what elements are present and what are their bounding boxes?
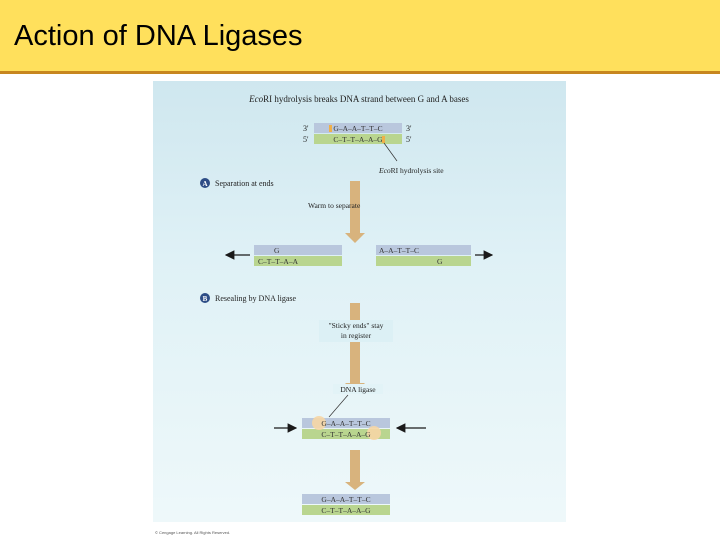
final-arrow-head bbox=[345, 482, 365, 490]
right-fragment-lower-bar bbox=[376, 256, 471, 266]
left-fragment-upper-seq: G bbox=[274, 246, 280, 255]
ligase-blob-left bbox=[312, 416, 326, 430]
slide-header bbox=[0, 0, 720, 71]
cut-mark-upper bbox=[329, 125, 332, 132]
final-arrow-shaft bbox=[350, 450, 360, 482]
step-a-label: Separation at ends bbox=[215, 179, 274, 188]
top-left-label-2: 5' bbox=[303, 135, 309, 144]
right-fragment-upper-seq: A–A–T–T–C bbox=[379, 246, 419, 255]
top-strand-upper-bar bbox=[314, 123, 402, 133]
ligase-label: DNA ligase bbox=[340, 385, 376, 394]
left-fragment-lower-bar bbox=[254, 256, 342, 266]
mid-strand-upper-seq: G–A–A–T–T–C bbox=[321, 419, 370, 428]
top-strand-upper-seq: G–A–A–T–T–C bbox=[333, 124, 382, 133]
left-fragment-lower-seq: C–T–T–A–A bbox=[258, 257, 299, 266]
final-strand-lower-bar bbox=[302, 505, 390, 515]
top-right-label-2: 5' bbox=[406, 135, 412, 144]
top-left-label-1: 3' bbox=[303, 124, 309, 133]
sticky-line-1: "Sticky ends" stay bbox=[329, 321, 384, 330]
figure-heading: EcoRI hydrolysis breaks DNA strand betwe… bbox=[248, 94, 469, 104]
reseal-arrow-shaft bbox=[350, 303, 360, 383]
sticky-line-2: in register bbox=[341, 331, 372, 340]
site-pointer-line bbox=[383, 142, 398, 162]
step-b-letter: B bbox=[203, 295, 208, 303]
top-strand-lower-bar bbox=[314, 134, 402, 144]
warm-arrow-shaft bbox=[350, 181, 360, 233]
mid-strand-lower-bar bbox=[302, 429, 390, 439]
ligase-blob-right bbox=[367, 426, 381, 440]
mid-strand-upper-bar bbox=[302, 418, 390, 428]
sticky-label-bg bbox=[319, 320, 393, 342]
right-fragment-upper-bar bbox=[376, 245, 471, 255]
figure-drawing: EcoRI hydrolysis breaks DNA strand betwe… bbox=[200, 94, 494, 515]
final-strand-lower-seq: C–T–T–A–A–G bbox=[321, 506, 371, 515]
final-strand-upper-seq: G–A–A–T–T–C bbox=[321, 495, 370, 504]
header-rule bbox=[0, 71, 720, 74]
dna-ligase-figure: EcoRI hydrolysis breaks DNA strand betwe… bbox=[153, 81, 566, 522]
copyright-credit: © Cengage Learning. All Rights Reserved. bbox=[155, 530, 231, 535]
warm-label: Warm to separate bbox=[308, 201, 361, 210]
mid-strand-lower-seq: C–T–T–A–A–G bbox=[321, 430, 371, 439]
step-a-letter: A bbox=[202, 180, 207, 188]
right-fragment-lower-seq: G bbox=[437, 257, 443, 266]
step-b-badge bbox=[200, 293, 210, 303]
ligase-pointer-line bbox=[328, 394, 349, 418]
final-strand-upper-bar bbox=[302, 494, 390, 504]
top-strand-lower-seq: C–T–T–A–A–G bbox=[333, 135, 383, 144]
warm-arrow-head bbox=[345, 233, 365, 243]
left-fragment-upper-bar bbox=[254, 245, 342, 255]
slide-title: Action of DNA Ligases bbox=[14, 20, 303, 52]
step-b-label: Resealing by DNA ligase bbox=[215, 294, 297, 303]
site-label: EcoRI hydrolysis site bbox=[378, 166, 444, 175]
ligase-label-bg bbox=[333, 384, 383, 394]
cut-mark-lower bbox=[382, 136, 385, 143]
top-right-label-1: 3' bbox=[406, 124, 412, 133]
step-a-badge bbox=[200, 178, 210, 188]
